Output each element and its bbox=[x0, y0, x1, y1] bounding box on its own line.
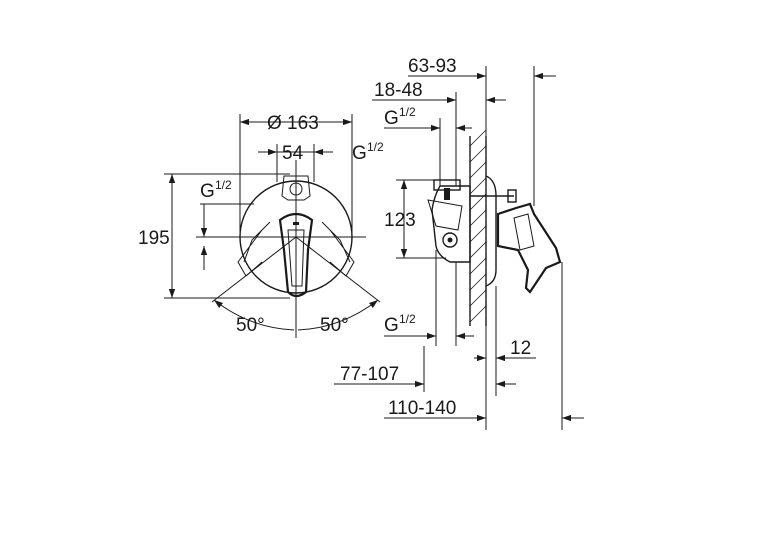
outlet-port-ring bbox=[442, 232, 458, 248]
dim-63-93-label: 63-93 bbox=[408, 56, 457, 77]
concealed-body bbox=[281, 175, 311, 201]
cover-plate-side bbox=[485, 175, 497, 287]
angle-arc-right bbox=[297, 299, 379, 331]
diverter-arm-right bbox=[321, 221, 355, 277]
dim-77-107-label: 77-107 bbox=[340, 364, 399, 385]
g-top-label: G bbox=[384, 108, 399, 129]
dim-110-140-label: 110-140 bbox=[388, 398, 456, 419]
angle-right-label: 50° bbox=[320, 315, 349, 336]
diverter-arm-left bbox=[237, 221, 271, 277]
g-bottom-fraction: 1/2 bbox=[399, 312, 416, 326]
g-top-fraction: 1/2 bbox=[399, 105, 416, 119]
side-view: 63-93 18-48 G 1/2 123 G 1/2 12 bbox=[334, 56, 584, 430]
g-bottom-label: G bbox=[384, 315, 399, 336]
front-view: Ø 163 54 G 1/2 G 1/2 195 50° 50° bbox=[138, 113, 384, 338]
wall-hatch bbox=[469, 129, 487, 323]
dia-label: Ø 163 bbox=[267, 113, 319, 134]
g-right-fraction: 1/2 bbox=[367, 140, 384, 154]
g-right-label: G bbox=[352, 143, 367, 164]
angle-ray-left bbox=[211, 236, 297, 303]
dim-123-label: 123 bbox=[384, 210, 416, 231]
g-left-label: G bbox=[200, 181, 215, 202]
concealed-body-side bbox=[431, 185, 471, 263]
spindle-knob bbox=[507, 189, 517, 203]
angle-left-label: 50° bbox=[236, 315, 265, 336]
angle-ray-right bbox=[295, 236, 381, 303]
body-inner bbox=[427, 199, 463, 231]
angle-arc-left bbox=[213, 299, 295, 331]
outlet-port bbox=[447, 237, 453, 243]
g-left-fraction: 1/2 bbox=[215, 178, 232, 192]
lever-handle-inner bbox=[287, 229, 305, 287]
lever-side bbox=[496, 202, 562, 294]
spacing-label: 54 bbox=[282, 143, 304, 164]
lever-side-inner bbox=[513, 213, 535, 251]
lever-handle bbox=[278, 212, 314, 298]
inlet-nut bbox=[444, 188, 450, 200]
dim-12-label: 12 bbox=[510, 338, 531, 359]
height-label: 195 bbox=[138, 228, 170, 249]
dim-18-48-label: 18-48 bbox=[374, 80, 423, 101]
